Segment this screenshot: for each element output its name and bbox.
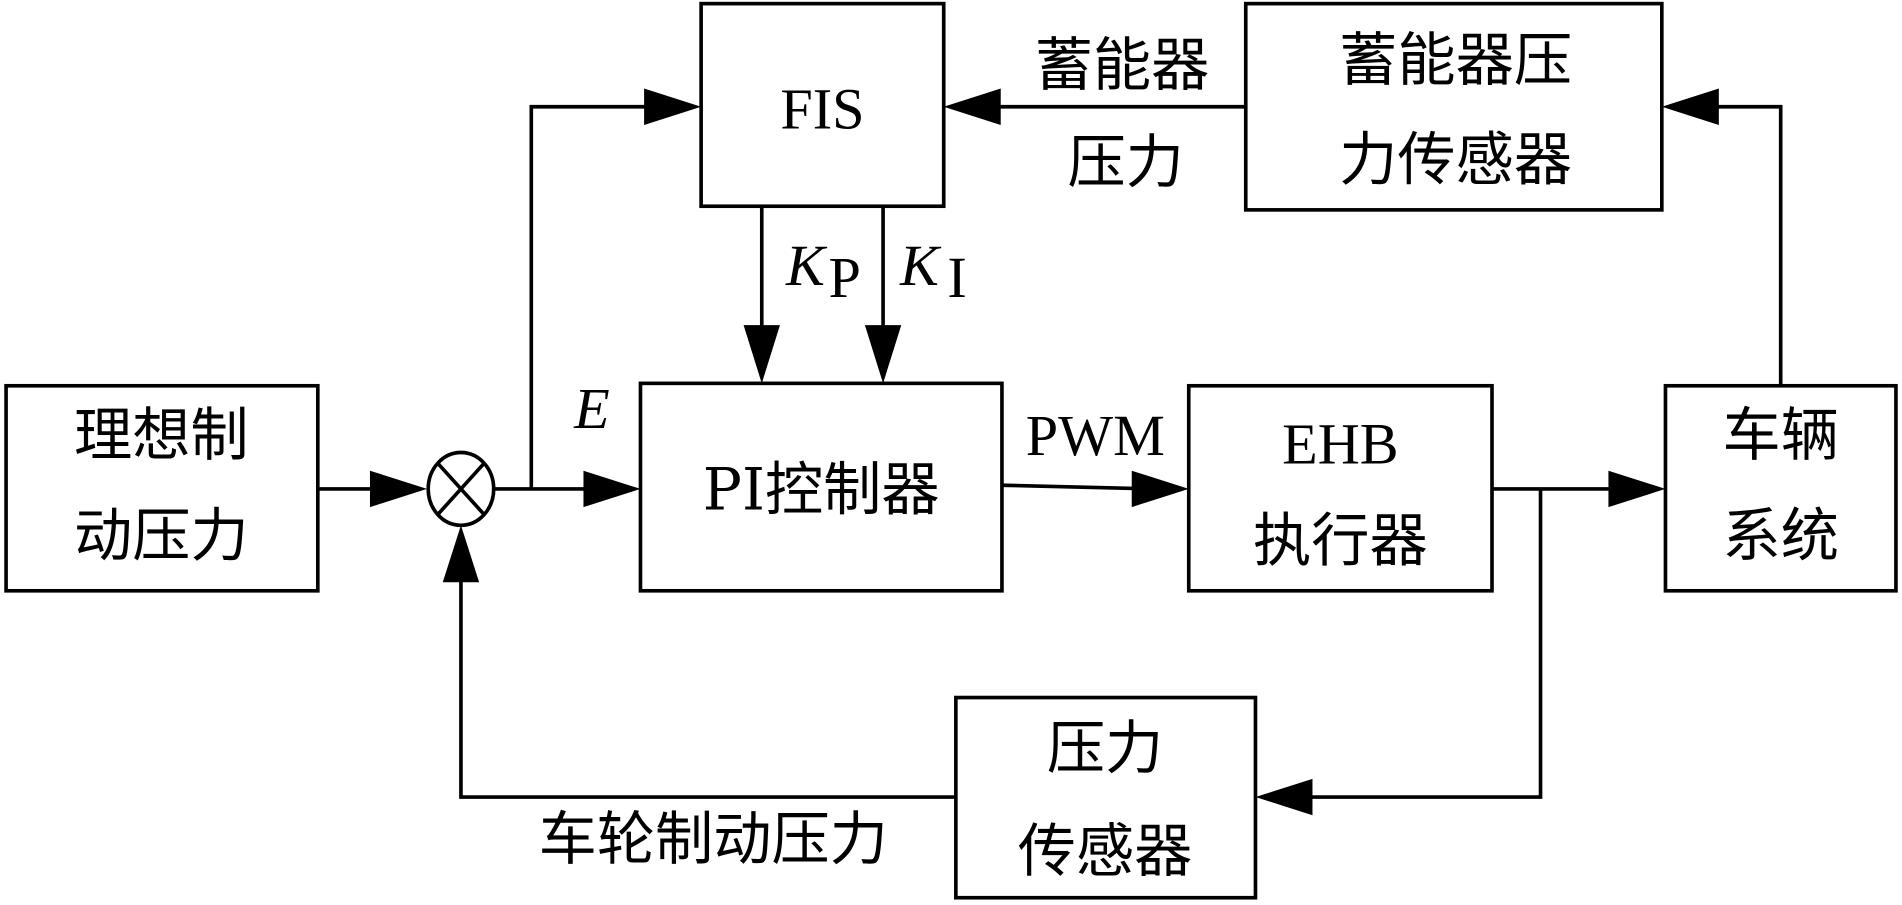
- ki-label: K: [899, 233, 942, 298]
- error-to-fis-line: [529, 104, 668, 489]
- arrow-head: [583, 470, 641, 508]
- block-label: FIS: [780, 77, 864, 142]
- block-label: PI控制器: [703, 456, 940, 524]
- arrow-head: [864, 325, 902, 384]
- arrow-head: [1608, 470, 1666, 508]
- block-label: 传感器: [1018, 817, 1193, 885]
- block-label: 理想制: [74, 401, 249, 469]
- arrow-head: [1661, 88, 1719, 125]
- connections: [317, 88, 1783, 816]
- wheel-pressure-label: 车轮制动压力: [539, 805, 888, 873]
- arrow-head: [644, 88, 702, 125]
- block-label: 系统: [1722, 502, 1838, 570]
- block-pressure-sensor: 压力 传感器: [954, 695, 1258, 900]
- kp-label: K: [785, 233, 828, 298]
- pwm-label: PWM: [1026, 403, 1165, 468]
- block-pi-controller: PI控制器: [638, 381, 1004, 593]
- ehb-to-sensor-line: [1288, 488, 1543, 799]
- arrow-head: [369, 470, 427, 508]
- kp-subscript: P: [828, 245, 860, 310]
- block-label: 蓄能器压: [1339, 26, 1572, 94]
- arrow-head: [943, 88, 1001, 125]
- pwm-line: [1001, 483, 1155, 491]
- block-label: 车辆: [1722, 401, 1838, 469]
- vehicle-to-accumulator-line: [1694, 104, 1783, 386]
- block-label: 力传感器: [1339, 126, 1572, 194]
- error-label: E: [573, 376, 610, 441]
- block-fis: FIS: [699, 1, 946, 209]
- arrow-head: [1131, 470, 1189, 508]
- block-vehicle-system: 车辆 系统: [1663, 383, 1898, 593]
- arrow-head: [1255, 778, 1313, 816]
- block-label: 执行器: [1253, 506, 1428, 574]
- block-ehb-actuator: EHB 执行器: [1186, 383, 1494, 593]
- block-label: 压力: [1047, 714, 1163, 782]
- block-ideal-pressure: 理想制 动压力: [4, 383, 320, 593]
- sensor-to-sum-line: [459, 558, 956, 799]
- block-accumulator-sensor: 蓄能器压 力传感器: [1243, 1, 1664, 212]
- block-label: EHB: [1282, 411, 1398, 476]
- arrow-head: [743, 325, 780, 384]
- accumulator-pressure-label: 蓄能器: [1035, 31, 1210, 99]
- block-label: 动压力: [74, 502, 249, 570]
- accumulator-pressure-label: 压力: [1067, 128, 1183, 196]
- arrow-head: [442, 525, 480, 583]
- ki-subscript: I: [947, 245, 966, 310]
- summing-junction: [426, 450, 496, 528]
